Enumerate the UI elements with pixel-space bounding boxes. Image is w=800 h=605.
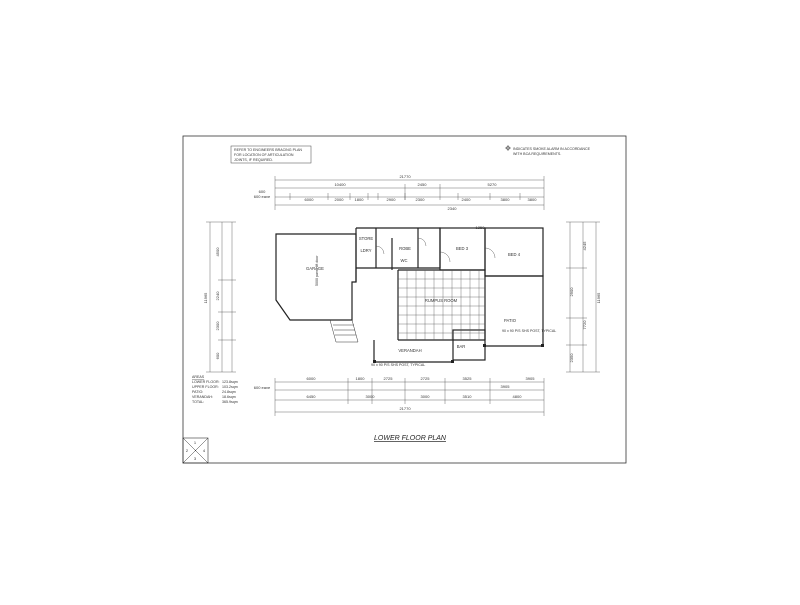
areas-row-5-label: TOTAL: [192,400,204,404]
areas-row-3-label: PATIO: [192,390,203,394]
areas-row-1-label: LOWER FLOOR: [192,380,220,384]
top-mid-dim-2: 2450 [418,182,428,187]
door-swings [375,237,496,263]
left-overall-dim: 11965 [203,292,208,304]
bottom-detail-dim-5: 4800 [513,394,523,399]
bottom-dimension-labels: 6000 1800 2725 2725 3525 3905 3905 6450 … [254,376,535,411]
areas-table: AREAS LOWER FLOOR: 123.8sqm UPPER FLOOR:… [192,375,238,404]
north-key-label-3: 3 [194,456,197,461]
right-dimensions [566,221,600,373]
bottom-detail-dim-3: 3000 [421,394,431,399]
bottom-overall-dim: 21770 [399,406,411,411]
eave-bottom-label: 600 eave [254,385,271,390]
drawing-border [182,135,627,464]
robe-label: ROBE [399,246,411,251]
garage-label: GARAGE [306,266,324,271]
left-dimension-labels: 11965 4500 2240 2300 600 [203,247,220,360]
top-detail-dim-6: 2300 [416,197,426,202]
plan-title: LOWER FLOOR PLAN [374,435,447,442]
top-detail-dim-3: 2000 [335,197,345,202]
rumpus-tile-grid [398,270,485,340]
patio-wall [485,275,544,347]
entry-stairs [329,319,359,343]
verandah-label: VERANDAH [398,348,421,353]
garage-door-annotation: 5000 panel lift door [315,255,319,286]
north-key: 1 2 3 4 [182,437,209,464]
store-label: STORE [359,236,374,241]
right-part-dim-4: 2350 [569,353,574,363]
bar-label: BAR [457,344,466,349]
north-key-label-4: 4 [203,448,206,453]
areas-row-2-value: 103.2sqm [222,385,238,389]
top-detail-dim-2: 6000 [305,197,315,202]
engineer-note-line-1: REFER TO ENGINEERS BRACING PLAN [234,148,302,152]
bottom-dimensions [274,378,545,416]
bottom-detail-dim-4: 3510 [463,394,473,399]
bottom-mid-dim-1: 6000 [307,376,317,381]
top-detail-dim-7: 2400 [462,197,472,202]
smoke-alarm-legend: INDICATES SMOKE ALARM IN ACCORDANCE WITH… [505,145,591,156]
bed3-label: BED 3 [456,246,469,251]
right-overall-dim: 11965 [596,292,601,304]
bed4-label: BED 4 [508,252,521,257]
wc-label: WC [401,258,408,263]
left-dimensions [206,221,236,373]
floor-plan [275,227,544,363]
top-mid-dim-1: 10400 [334,182,346,187]
posts-left-annotation: 90 x 90 P/S SHS POST, TYPICAL [371,363,425,367]
top-overall-dim: 21770 [399,174,411,179]
bottom-detail-dim-2: 3000 [366,394,376,399]
rumpus-wall [398,269,486,340]
areas-row-2-label: UPPER FLOOR: [192,385,219,389]
north-key-label-2: 2 [186,448,189,453]
bottom-mid-dim-5: 3525 [463,376,473,381]
left-part-dim-4: 600 [215,352,220,359]
bottom-detail-dim-1: 6450 [307,394,317,399]
top-dimension-labels: 21770 10400 2450 5270 600 6000 2000 1800… [254,174,537,230]
right-part-dim-2: 4245 [582,241,587,251]
areas-row-4-label: VERANDAH: [192,395,213,399]
left-part-dim-1: 4500 [215,247,220,257]
posts-right-annotation: 90 x 90 P/S SHS POST, TYPICAL [502,329,556,333]
areas-row-1-value: 123.8sqm [222,380,238,384]
top-mid-dim-3: 5270 [488,182,498,187]
areas-row-3-value: 24.8sqm [222,390,236,394]
ldry-label: LDRY [360,248,371,253]
top-detail-dim-8: 3800 [501,197,511,202]
smoke-alarm-icon [505,145,511,151]
posts [373,344,544,363]
eave-left-label: 600 eave [254,194,271,199]
room-labels: GARAGE BED 3 BED 4 RUMPUS ROOM VERANDAH … [306,236,521,353]
areas-heading: AREAS [192,375,205,379]
top-small-dim-1: 2340 [448,206,458,211]
plan-annotations: 90 x 90 P/S SHS POST, TYPICAL 90 x 90 P/… [315,255,556,367]
top-detail-dim-9: 3800 [528,197,538,202]
right-part-dim-1: 7720 [582,320,587,330]
patio-label: PATIO [504,318,517,323]
left-part-dim-2: 2240 [215,291,220,301]
right-dimension-labels: 11965 7720 4245 2900 2350 [569,241,601,363]
bottom-mid-dim-6: 3905 [501,384,511,389]
bottom-mid-dim-2: 1800 [356,376,366,381]
engineer-note-line-3: JOINTS, IF REQUIRED. [234,158,273,162]
north-key-label-1: 1 [194,440,197,445]
engineer-note-line-2: FOR LOCATION OF ARTICULATION [234,153,294,157]
areas-row-5-value: 365.9sqm [222,400,238,404]
right-part-dim-3: 2900 [569,287,574,297]
top-dimensions [274,176,545,210]
top-detail-dim-4: 1800 [355,197,365,202]
areas-row-4-value: 18.6sqm [222,395,236,399]
smoke-note-line-1: INDICATES SMOKE ALARM IN ACCORDANCE [513,147,591,151]
smoke-note-line-2: WITH BCA REQUIREMENTS. [513,152,561,156]
bottom-mid-dim-3: 2725 [384,376,394,381]
left-part-dim-3: 2300 [215,321,220,331]
top-detail-dim-1: 600 [259,189,266,194]
rumpus-label: RUMPUS ROOM [425,298,458,303]
bottom-mid-dim-7: 3905 [526,376,536,381]
bottom-mid-dim-4: 2725 [421,376,431,381]
engineer-note: REFER TO ENGINEERS BRACING PLAN FOR LOCA… [230,145,312,164]
top-detail-dim-5: 2900 [387,197,397,202]
